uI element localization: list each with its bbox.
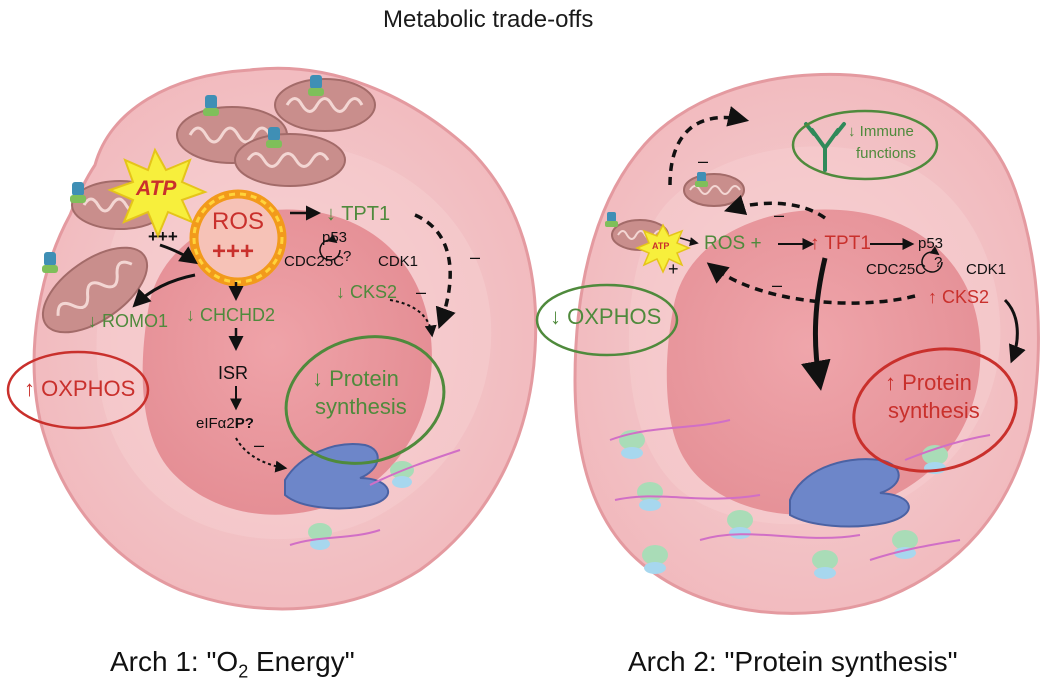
immune-line2: functions [856, 145, 917, 162]
arrow-cell-to-immune [668, 106, 750, 186]
cdk1-2-label: CDK1 [966, 261, 1007, 278]
mrna-strand [904, 434, 991, 461]
atp-burst-icon [107, 147, 208, 239]
figure-title: Metabolic trade-offs [383, 6, 594, 33]
cks2-label: ↓ CKS2 [336, 282, 398, 302]
cell-1-nucleus [142, 209, 432, 515]
ros-minus-label: – [774, 205, 785, 225]
eif-minus-label: – [254, 435, 265, 455]
protein-1-line2: synthesis [315, 394, 407, 419]
cycle-2-icon [921, 246, 943, 273]
arrow-atp-ros [679, 237, 699, 246]
oxphos-1-label: ↑ OXPHOS [24, 376, 136, 401]
mrna-strand [369, 449, 461, 486]
cycle-question-label: ? [343, 248, 352, 265]
tpt1-label: ↓ TPT1 [326, 203, 391, 225]
protein-1-line1: ↓ Protein [312, 366, 399, 391]
oxphos-1-ellipse [6, 350, 150, 430]
arrow-tpt1-to-nucleus [801, 257, 831, 391]
arch1-caption-prefix: Arch 1: "O [110, 646, 239, 677]
romo1-label: ↓ ROMO1 [88, 311, 169, 331]
atp-synthase-icon [42, 75, 324, 273]
plus-atp-label: + [668, 259, 679, 279]
eif-bold: P? [234, 415, 254, 432]
arrow-cks2-to-ros [706, 262, 916, 305]
isr-label: ISR [218, 363, 249, 383]
mrna-strand [699, 533, 861, 541]
ros-2-label: ROS + [704, 233, 762, 254]
ros-plus-label: +++ [212, 238, 255, 265]
mitochondrion [274, 78, 376, 132]
atp-plus-label: +++ [148, 227, 178, 246]
eif-label: eIFα2P? [196, 416, 254, 431]
arrow-atp-ros [159, 243, 198, 265]
mrna-strand [614, 494, 761, 501]
oxphos-2-label: ↓ OXPHOS [550, 304, 662, 329]
cks2-2-label: ↑ CKS2 [928, 287, 990, 307]
arch1-caption-suffix: Energy" [248, 646, 355, 677]
arch1-caption: Arch 1: "O2 Energy" [110, 648, 355, 681]
arch2-caption: Arch 2: "Protein synthesis" [628, 646, 958, 677]
mrna-strand [869, 539, 961, 561]
ribosome [308, 461, 414, 550]
arrow-cks2-protein [389, 299, 437, 338]
protein-2-line2: synthesis [888, 398, 980, 423]
cks2-minus-label: – [416, 282, 427, 302]
cycle-1-icon [319, 234, 341, 261]
endoplasmic-reticulum [284, 443, 390, 510]
cks2-minus-2-label: – [772, 275, 783, 295]
protein-2-line1: ↑ Protein [885, 370, 972, 395]
atp-burst-icon [635, 223, 691, 274]
cdc25c-label: CDC25C [284, 253, 345, 270]
tpt1-2-label: ↑ TPT1 [810, 233, 871, 254]
immune-ellipse [791, 109, 939, 181]
arrow-cks2-to-protein [1003, 298, 1026, 364]
immune-line1: ↓ Immune [848, 123, 914, 140]
cycle-2-question-label: ? [934, 254, 943, 271]
atp-label: ATP [136, 177, 177, 200]
arrow-tpt1-to-ros [723, 194, 827, 220]
cdk1-label: CDK1 [378, 253, 419, 270]
mitochondrion [683, 173, 745, 207]
ros-ring-icon [189, 189, 287, 287]
arrow-ros-romo1 [132, 273, 196, 308]
chchd2-label: ↓ CHCHD2 [186, 305, 276, 325]
protein-2-ellipse [852, 347, 1018, 473]
mitochondrion [234, 133, 346, 187]
protein-1-ellipse [284, 335, 446, 465]
top-minus-label: – [698, 151, 709, 171]
mrna-strand [289, 529, 381, 546]
oxphos-2-ellipse [535, 283, 679, 357]
atp-2-label: ATP [652, 241, 670, 251]
mitochondrion [41, 246, 149, 334]
eif-prefix: eIFα2 [196, 415, 235, 432]
atp-synthase-icon [605, 172, 708, 227]
endoplasmic-reticulum [789, 458, 910, 528]
mrna-strand [609, 419, 731, 441]
cdc25c-2-label: CDC25C [866, 261, 927, 278]
cell-1 [6, 66, 538, 611]
p53-label: p53 [322, 229, 348, 246]
tpt1-minus-label: – [470, 247, 481, 267]
arrow-eif-er [235, 437, 288, 473]
ros-label: ROS [212, 208, 265, 235]
p53-2-label: p53 [918, 235, 944, 252]
cell-2 [535, 72, 1040, 615]
arch1-caption-sub: 2 [238, 661, 249, 682]
